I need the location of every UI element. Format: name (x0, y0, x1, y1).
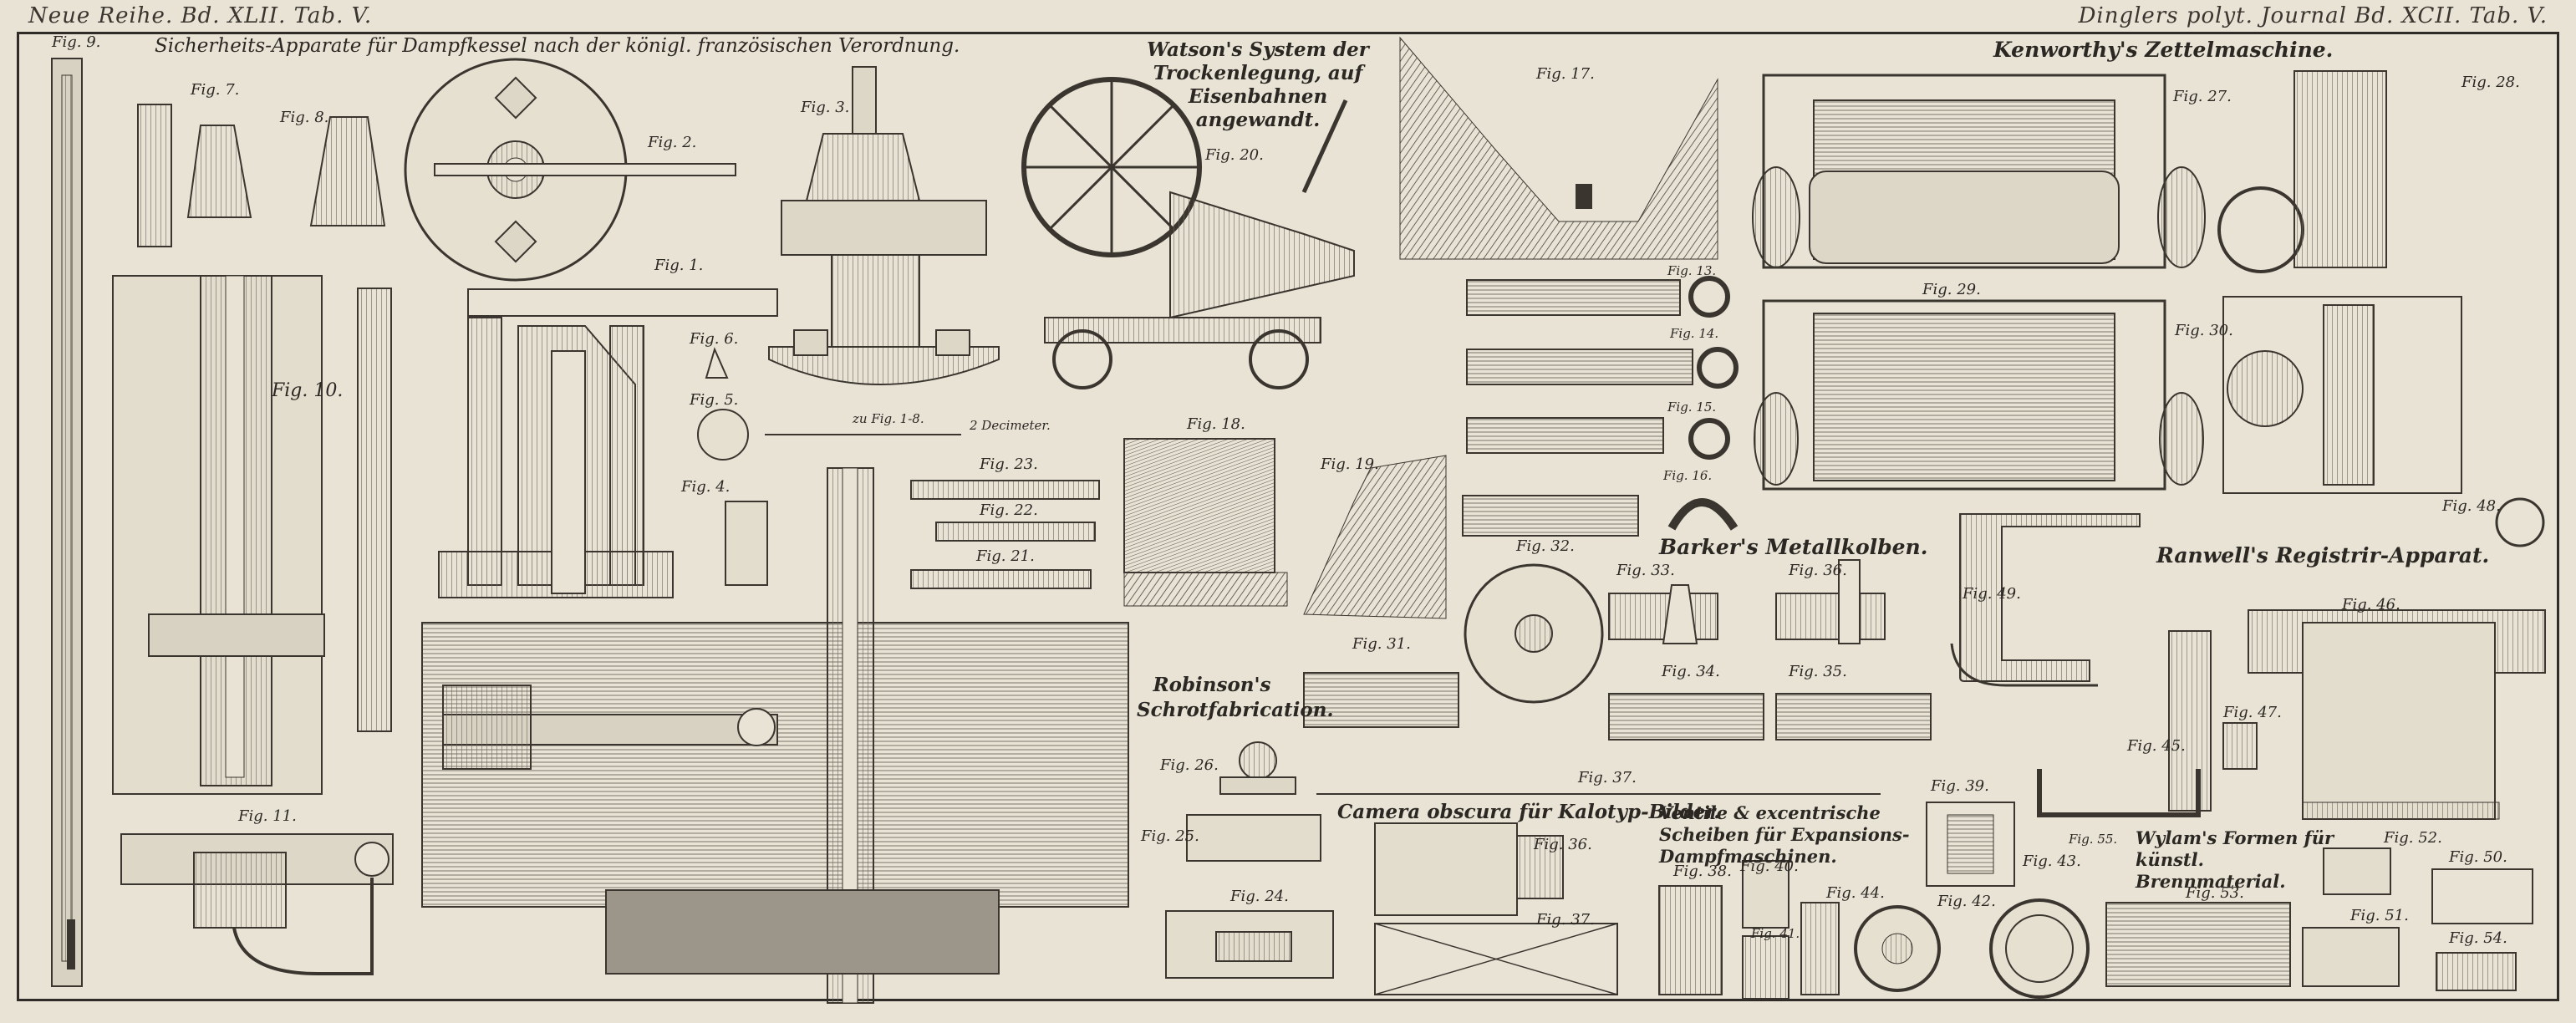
fig-label: Fig. 13. (1667, 263, 1717, 278)
fig-label: Fig. 45. (2127, 737, 2186, 755)
scale-label: zu Fig. 1-8. (853, 411, 924, 426)
fig-label: Fig. 18. (1187, 415, 1245, 433)
fig-label: Fig. 43. (2023, 852, 2081, 870)
title-robinson: Robinson's Schrotfabrication. (1137, 674, 1334, 721)
fig-label: Fig. 41. (1751, 926, 1800, 941)
fig-label: Fig. 46. (2342, 596, 2400, 613)
fig-label: Fig. 51. (2350, 907, 2409, 924)
fig-label: Fig. 31. (1352, 635, 1411, 653)
fig-label: Fig. 22. (980, 501, 1038, 519)
fig-label: Fig. 42. (1937, 893, 1996, 910)
fig-label: Fig. 48. (2442, 497, 2501, 515)
fig-label: Fig. 50. (2449, 848, 2507, 866)
fig-label: Fig. 52. (2384, 829, 2442, 847)
fig-label: Fig. 16. (1663, 468, 1713, 483)
fig-label: Fig. 2. (648, 134, 697, 151)
fig-label: Fig. 55. (2069, 832, 2118, 847)
fig-label: Fig. 34. (1662, 663, 1720, 680)
fig-label: Fig. 15. (1667, 400, 1717, 415)
fig-label: Fig. 29. (1922, 281, 1981, 298)
fig-label: Fig. 28. (2461, 74, 2520, 91)
title-ranwell: Ranwell's Registrir-Apparat. (2156, 543, 2490, 567)
fig-label: Fig. 25. (1141, 827, 1199, 845)
title-camera: Camera obscura für Kalotyp-Bilder. (1337, 801, 1721, 823)
title-barker: Barker's Metallkolben. (1659, 535, 1928, 559)
fig-label: Fig. 14. (1670, 326, 1719, 341)
fig-label: Fig. 39. (1931, 777, 1989, 795)
fig-label: Fig. 30. (2175, 322, 2233, 339)
fig-label: Fig. 54. (2449, 929, 2507, 947)
fig-label: Fig. 37. (1536, 911, 1595, 929)
fig-label: Fig. 7. (191, 81, 240, 99)
title-wylam: Wylam's Formen für künstl. Brennmaterial… (2136, 827, 2334, 892)
title-watson: Watson's System der Trockenlegung, auf E… (1147, 38, 1369, 131)
header-left: Neue Reihe. Bd. XLII. Tab. V. (28, 3, 373, 28)
fig9-gauge (51, 58, 83, 987)
fig-label: Fig. 40. (1740, 858, 1799, 875)
fig-label: Fig. 35. (1789, 663, 1847, 680)
scale-unit: 2 Decimeter. (970, 418, 1051, 433)
fig-label: Fig. 20. (1205, 146, 1264, 164)
fig-label: Fig. 44. (1826, 884, 1885, 902)
fig-label: Fig. 10. (272, 380, 344, 401)
title-sicherheits: Sicherheits-Apparate für Dampfkessel nac… (155, 35, 960, 57)
fig-label: Fig. 32. (1516, 537, 1575, 555)
fig-label: Fig. 3. (801, 99, 850, 116)
fig-label: Fig. 11. (238, 807, 297, 825)
fig-label: Fig. 36. (1534, 836, 1592, 853)
fig-label: Fig. 9. (52, 33, 101, 51)
fig-label: Fig. 33. (1616, 562, 1675, 579)
fig-label: Fig. 6. (690, 330, 739, 348)
fig-label: Fig. 8. (280, 109, 329, 126)
fig-label: Fig. 17. (1536, 65, 1595, 83)
fig-label: Fig. 36. (1789, 562, 1847, 579)
plate-frame (17, 32, 2559, 1001)
fig-label: Fig. 26. (1160, 756, 1219, 774)
fig-label: Fig. 19. (1321, 456, 1379, 473)
header-right: Dinglers polyt. Journal Bd. XCII. Tab. V… (2078, 3, 2548, 28)
fig-label: Fig. 23. (980, 456, 1038, 473)
fig-label: Fig. 4. (681, 478, 731, 496)
fig-label: Fig. 1. (654, 257, 704, 274)
title-ventile: Ventile & excentrische Scheiben für Expa… (1659, 802, 1910, 867)
fig-label: Fig. 47. (2223, 704, 2282, 721)
fig-label: Fig. 5. (690, 391, 739, 409)
fig-label: Fig. 37. (1578, 769, 1637, 786)
title-kenworthy: Kenworthy's Zettelmaschine. (1993, 38, 2334, 62)
fig-label: Fig. 49. (1963, 585, 2021, 603)
fig-label: Fig. 24. (1230, 888, 1289, 905)
fig-label: Fig. 53. (2186, 884, 2244, 902)
fig-label: Fig. 27. (2173, 88, 2232, 105)
fig-label: Fig. 21. (976, 547, 1035, 565)
fig-label: Fig. 38. (1673, 863, 1732, 880)
